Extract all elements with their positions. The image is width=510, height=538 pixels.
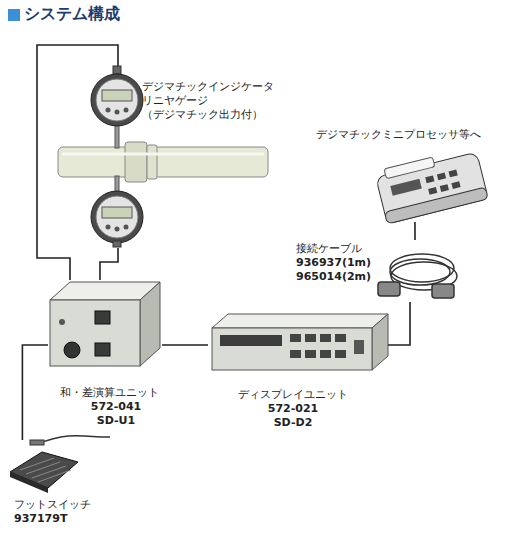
sum-difference-unit-part: [95, 311, 110, 324]
indicator-gauge-part: [113, 241, 121, 247]
display-unit-part: [320, 334, 331, 342]
display-unit-part: [335, 334, 346, 342]
foot-switch-part: [38, 470, 71, 482]
cable-coil-part: [432, 284, 454, 298]
mini-processor-part: [390, 179, 422, 196]
cable-coil-part: [378, 282, 400, 296]
indicator-gauges: デジマチックインジケータ リニヤゲージ （デジマチック出力付）: [90, 66, 146, 248]
diagram-title: システム構成: [24, 4, 120, 25]
indicator-gauge-part: [115, 124, 119, 148]
indicator-gauge-part: [115, 227, 120, 232]
foot-switch: [10, 436, 110, 493]
display-unit-part: [305, 334, 316, 342]
mini-processor-part: [440, 184, 449, 192]
display-unit-part: [220, 335, 282, 346]
device-label: デジマチックインジケータ リニヤゲージ （デジマチック出力付）: [142, 80, 287, 122]
cable-coil-part: [390, 259, 450, 285]
mini-processor-part: [451, 181, 460, 189]
mini-processor-part: [437, 172, 446, 180]
title-square: [8, 9, 20, 21]
mini-processor-part: [428, 187, 437, 195]
display-unit-part: [335, 350, 346, 358]
display-unit-part: [305, 350, 316, 358]
display-unit-part: [290, 350, 301, 358]
indicator-gauge-part: [115, 110, 120, 115]
device-label: デジマチックミニプロセッサ等へ: [316, 128, 481, 142]
display-unit-part: [212, 314, 388, 328]
device-label: ディスプレイユニット: [238, 388, 348, 402]
sum-difference-unit-part: [50, 300, 140, 366]
connection-wire: [22, 345, 48, 440]
mini-processor-node: デジマチックミニプロセッサ等へ: [372, 150, 492, 222]
indicator-gauge-part: [102, 207, 132, 218]
linear-shaft: [58, 142, 268, 182]
indicator-gauge-part: [113, 66, 121, 74]
device-label: 接続ケーブル: [296, 242, 362, 256]
connection-wire: [100, 248, 118, 280]
linear-shaft-part: [125, 142, 147, 182]
part-number: 572-021 SD-D2: [260, 402, 326, 430]
sum-difference-unit-node: 和・差演算ユニット572-041 SD-U1: [48, 280, 162, 368]
mini-processor-part: [449, 170, 458, 178]
cable-coil-part: [390, 254, 454, 282]
sum-difference-unit-part: [59, 319, 65, 325]
indicator-gauge: [91, 176, 143, 247]
sum-difference-unit: [50, 282, 160, 366]
indicator-gauge-part: [96, 79, 138, 121]
display-unit-part: [290, 334, 301, 342]
part-number: 937179T: [14, 512, 67, 526]
foot-switch-part: [10, 452, 78, 488]
part-number: 936937(1m) 965014(2m): [296, 256, 368, 284]
connection-wire: [37, 45, 118, 280]
connection-wire: [388, 302, 410, 345]
part-number: 572-041 SD-U1: [86, 400, 146, 428]
indicator-gauge-part: [106, 108, 111, 113]
display-unit-node: ディスプレイユニット572-021 SD-D2: [208, 312, 388, 372]
linear-shaft-part: [147, 145, 157, 179]
display-unit-part: [354, 340, 364, 354]
indicator-gauge-part: [91, 191, 143, 243]
sum-difference-unit-part: [95, 343, 110, 356]
mini-processor-part: [425, 175, 434, 183]
indicator-gauge: [91, 66, 143, 148]
sum-difference-unit-part: [140, 282, 160, 366]
indicator-gauge-part: [102, 90, 132, 101]
indicator-gauge-part: [96, 196, 138, 238]
device-label: フットスイッチ: [14, 498, 91, 512]
linear-shaft-part: [62, 153, 264, 156]
display-unit-part: [320, 350, 331, 358]
cable-node: 接続ケーブル936937(1m) 965014(2m): [372, 240, 472, 302]
indicator-gauge-part: [124, 108, 129, 113]
foot-switch-part: [26, 462, 60, 474]
foot-switch-part: [30, 440, 44, 445]
foot-switch-part: [32, 466, 66, 478]
mini-processor-part: [384, 187, 488, 224]
device-label: 和・差演算ユニット: [60, 386, 159, 400]
foot-switch-node: フットスイッチ937179T: [8, 440, 80, 494]
indicator-gauge-part: [115, 176, 119, 192]
display-unit-part: [212, 328, 372, 370]
mini-processor: [374, 146, 488, 224]
indicator-gauge-part: [106, 225, 111, 230]
display-unit: [212, 314, 388, 370]
cable-coil: [378, 254, 457, 298]
mini-processor-part: [376, 152, 489, 224]
connection-wire: [414, 222, 416, 240]
foot-switch-part: [10, 472, 48, 493]
indicator-gauge-part: [91, 74, 143, 126]
indicator-gauge-part: [124, 225, 129, 230]
foot-switch-part: [20, 458, 54, 470]
sum-difference-unit-part: [64, 342, 80, 358]
mini-processor-part: [384, 157, 435, 179]
display-unit-part: [372, 314, 388, 370]
connection-wire: [162, 344, 208, 346]
linear-shaft-part: [58, 147, 268, 177]
foot-switch-part: [38, 436, 110, 444]
